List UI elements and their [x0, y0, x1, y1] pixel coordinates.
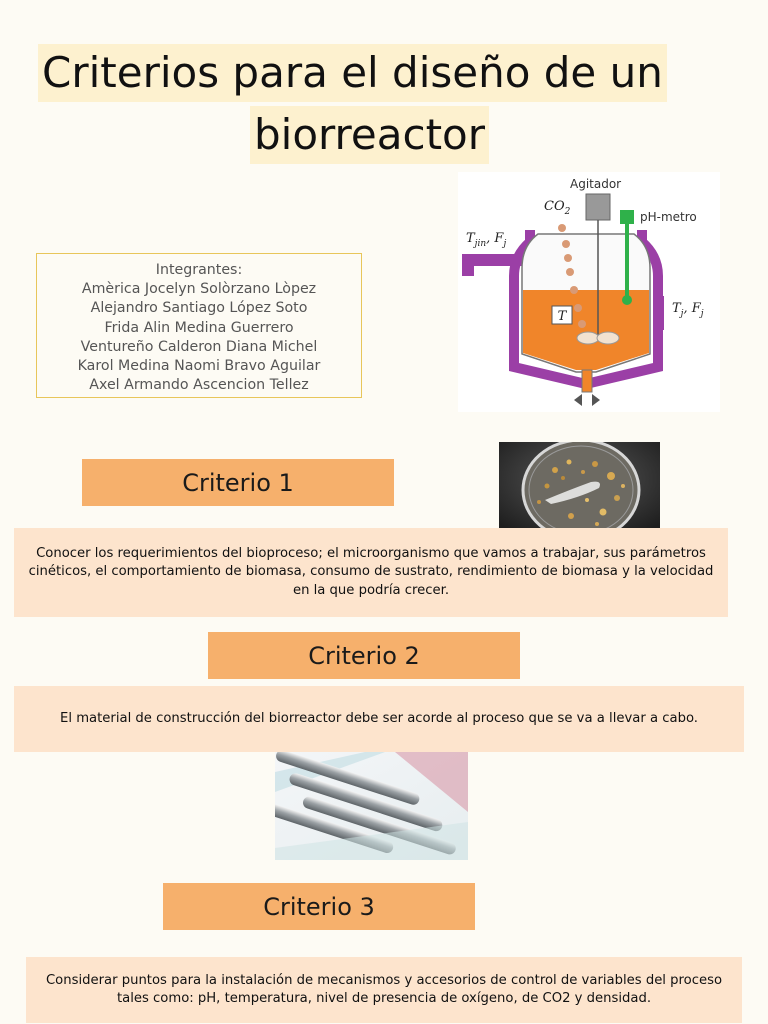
co2-label: CO: [544, 199, 565, 214]
page-title-line-1: Criterios para el diseño de un: [38, 44, 667, 102]
criterion-2-text: El material de construcción del biorreac…: [14, 686, 744, 752]
outlet-flow-label: , F: [683, 301, 701, 316]
criterion-3-heading: Criterio 3: [163, 883, 475, 930]
temperature-label: T: [558, 309, 568, 324]
criterion-1-heading: Criterio 1: [82, 459, 394, 506]
member-name: Frida Alin Medina Guerrero: [104, 319, 294, 336]
svg-text:Tj, Fj: Tj, Fj: [672, 301, 704, 319]
criterion-1-text: Conocer los requerimientos del bioproces…: [14, 528, 728, 617]
svg-text:CO2: CO2: [544, 199, 571, 217]
member-name: Alejandro Santiago López Soto: [90, 300, 308, 317]
svg-text:Tjin, Fj: Tjin, Fj: [466, 231, 506, 249]
member-name: Ventureño Calderon Diana Michel: [80, 338, 318, 355]
member-name: Axel Armando Ascencion Tellez: [89, 377, 309, 394]
outlet-temp-label: T: [672, 301, 682, 316]
inlet-flow-subscript: j: [501, 239, 506, 249]
outlet-temp-subscript: j: [679, 309, 684, 319]
page-title-line-2: biorreactor: [250, 106, 489, 164]
members-box: Integrantes: Amèrica Jocelyn Solòrzano L…: [36, 253, 362, 398]
inlet-flow-label: , F: [486, 231, 504, 246]
ph-meter-label: pH-metro: [640, 210, 697, 224]
member-name: Karol Medina Naomi Bravo Aguilar: [77, 358, 321, 375]
members-heading: Integrantes:: [155, 262, 243, 278]
outlet-flow-subscript: j: [699, 309, 704, 319]
petri-dish-image: [499, 442, 660, 534]
agitator-label: Agitador: [570, 177, 621, 191]
criterion-3-text: Considerar puntos para la instalación de…: [26, 957, 742, 1023]
member-name: Amèrica Jocelyn Solòrzano Lòpez: [81, 281, 317, 298]
steel-tubes-image: [275, 752, 468, 860]
inlet-temp-subscript: jin: [473, 239, 487, 249]
bioreactor-diagram: T Agitador CO2 pH-metro Tjin, Fj Tj, Fj: [458, 172, 720, 412]
inlet-temp-label: T: [466, 231, 476, 246]
criterion-2-heading: Criterio 2: [208, 632, 520, 679]
co2-subscript: 2: [564, 207, 571, 217]
